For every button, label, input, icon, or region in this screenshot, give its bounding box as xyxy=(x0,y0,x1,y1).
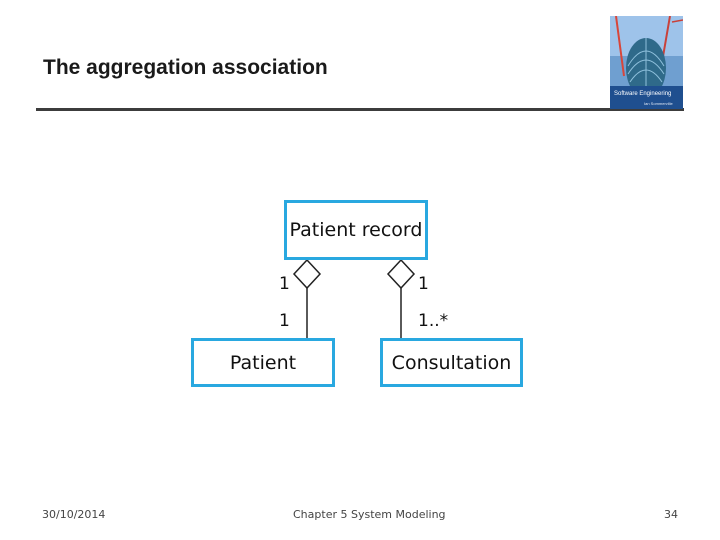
book-cover-image: Software Engineering Ian Sommerville xyxy=(610,16,683,109)
class-consultation: Consultation xyxy=(380,338,523,387)
multiplicity-right-part: 1..* xyxy=(418,311,449,331)
footer-date: 30/10/2014 xyxy=(42,508,106,521)
class-patient: Patient xyxy=(191,338,335,387)
multiplicity-right-whole: 1 xyxy=(418,274,429,294)
multiplicity-left-part: 1 xyxy=(279,311,290,331)
footer-page-number: 34 xyxy=(664,508,678,521)
slide-title: The aggregation association xyxy=(43,56,328,79)
title-divider xyxy=(36,108,684,111)
book-cover-title: Software Engineering xyxy=(614,91,672,97)
book-cover-art xyxy=(610,16,683,109)
multiplicity-left-whole: 1 xyxy=(279,274,290,294)
aggregation-diamond-left xyxy=(292,258,322,290)
aggregation-diamond-right xyxy=(386,258,416,290)
book-cover-author: Ian Sommerville xyxy=(644,101,673,106)
class-patient-record: Patient record xyxy=(284,200,428,260)
footer-chapter: Chapter 5 System Modeling xyxy=(293,508,446,521)
